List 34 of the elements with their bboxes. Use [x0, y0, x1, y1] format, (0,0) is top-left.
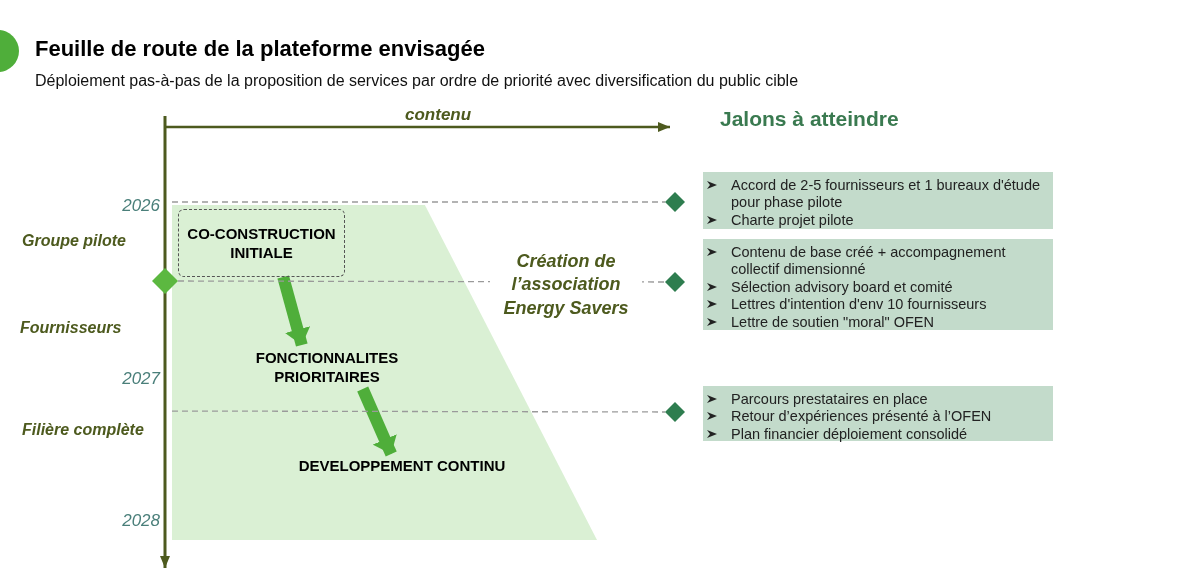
- dashed-line: [177, 280, 666, 283]
- milestone-item: Retour d’expériences présenté à l’OFEN: [731, 408, 992, 426]
- block-arrow: [357, 386, 397, 457]
- year-label: 2028: [121, 510, 160, 532]
- phase-text: DEVELOPPEMENT CONTINU: [267, 454, 537, 478]
- milestone-diamond: [152, 268, 178, 294]
- milestone-item: Lettre de soutien "moral" OFEN: [731, 313, 934, 331]
- milestone-diamond: [665, 402, 685, 422]
- subtitle: Déploiement pas-à-pas de la proposition de services par ordre de priorité avec diversification du public cible: [35, 71, 799, 91]
- phase-box: CO-CONSTRUCTION INITIALE: [178, 209, 345, 277]
- dashed-line: [171, 410, 666, 413]
- axis-label: contenu: [405, 104, 472, 126]
- milestone-box: [703, 386, 1053, 441]
- milestone-item: Sélection advisory board et comité: [731, 278, 953, 297]
- milestone-box: [703, 172, 1053, 229]
- milestone-item: Contenu de base créé + accompagnement collectif dimensionné: [731, 244, 1007, 279]
- milestone-item: Charte projet pilote: [731, 211, 854, 230]
- block-arrow: [277, 275, 311, 347]
- milestone-diamond: [665, 272, 685, 292]
- milestone-item: Lettres d'intention d'env 10 fournisseurs: [731, 296, 987, 314]
- phase-label: Filière complète: [22, 420, 144, 440]
- year-label: 2026: [121, 195, 160, 217]
- phase-label: Groupe pilote: [22, 231, 126, 251]
- title: Feuille de route de la plateforme envisagée: [35, 36, 485, 62]
- year-label: 2027: [121, 368, 160, 390]
- milestone-item: Plan financier déploiement consolidé: [731, 425, 968, 444]
- milestone-diamond: [665, 192, 685, 212]
- dashed-line: [171, 201, 666, 203]
- milestone-box: [703, 239, 1053, 330]
- column-heading: Jalons à atteindre: [720, 106, 899, 132]
- phase-label: Fournisseurs: [20, 318, 122, 338]
- phase-text: FONCTIONNALITES PRIORITAIRES: [222, 345, 432, 389]
- milestone-item: Parcours prestataires en place: [731, 391, 928, 409]
- milestone-item: Accord de 2-5 fournisseurs et 1 bureaux d'étude pour phase pilote: [731, 177, 1041, 212]
